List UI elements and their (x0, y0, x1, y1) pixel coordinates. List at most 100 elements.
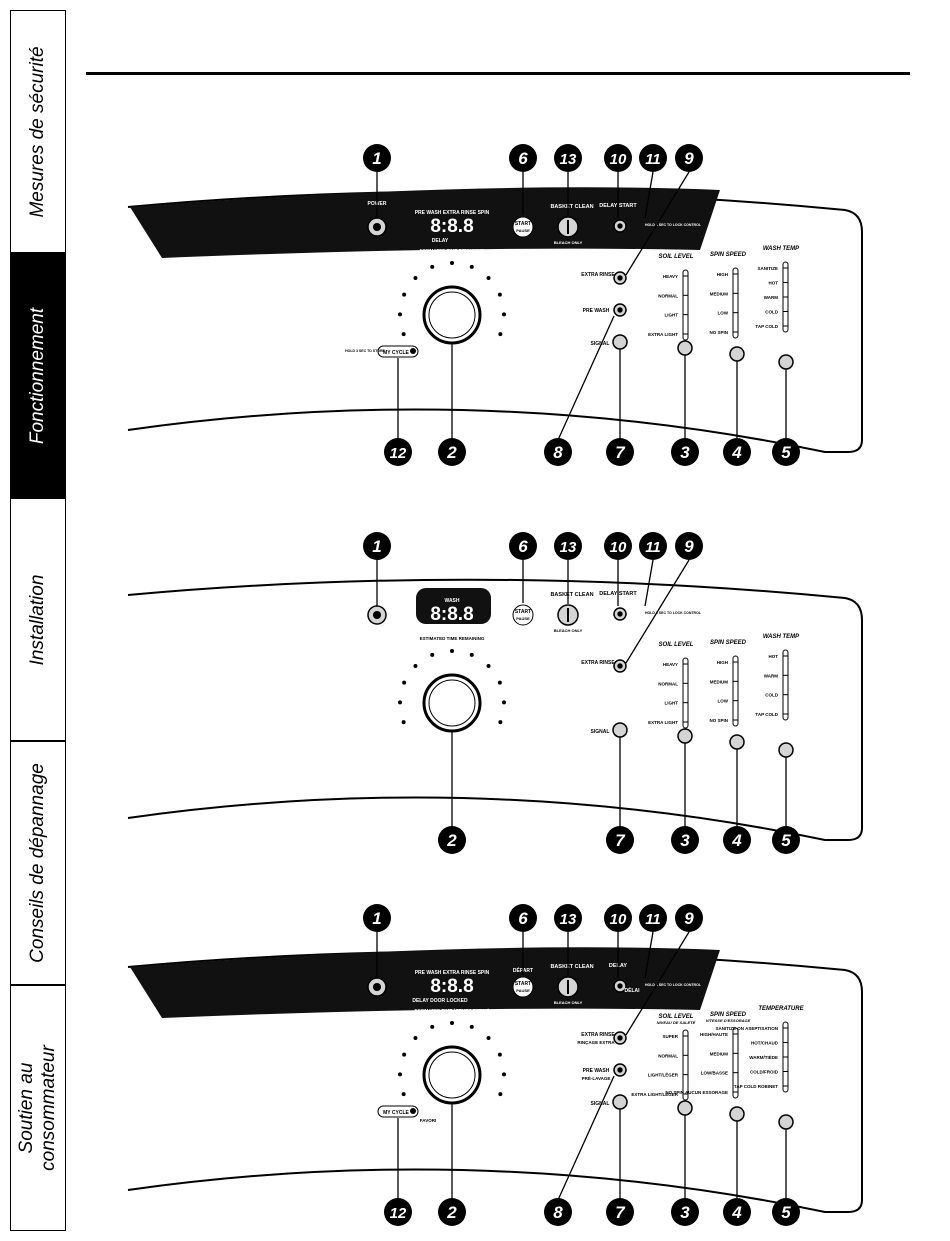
callout-number: 6 (518, 909, 528, 928)
callout-number: 13 (560, 151, 577, 168)
tab-consumer-support[interactable]: Soutien au consommateur (10, 985, 66, 1231)
dial-tick (402, 680, 407, 685)
basket-clean-button (557, 604, 579, 626)
spin-speed-option: LOW/BASSE (701, 1071, 728, 1076)
callout-number: 1 (372, 909, 381, 928)
callout-number: 12 (390, 1205, 407, 1222)
callout-number: 4 (731, 831, 742, 850)
wash-temp-option: TAP COLD (755, 324, 778, 329)
wash-temp-option: HOT (769, 654, 779, 659)
callout-number: 2 (446, 831, 457, 850)
callout-2: 2 (438, 438, 466, 466)
callout-13: 13 (554, 904, 582, 932)
my-cycle-label: MY CYCLE (383, 350, 409, 356)
callout-number: 4 (731, 1203, 742, 1222)
callout-number: 5 (781, 831, 791, 850)
display-panel (416, 588, 491, 624)
my-cycle-dot (410, 1108, 416, 1114)
leader-line (557, 1075, 615, 1201)
delay-fr-label: DÉLAI (625, 986, 641, 994)
extra-rinse-fr-label: RINÇAGE EXTRA (577, 1040, 615, 1045)
spin-speed-option: NO SPIN (709, 718, 728, 723)
dial-tick (501, 1072, 506, 1077)
tab-installation[interactable]: Installation (10, 498, 66, 741)
signal-label: SIGNAL (591, 729, 610, 735)
wash-temp-option: HOT (769, 281, 779, 286)
wash-temp-button (778, 1114, 794, 1130)
callout-circle (675, 904, 703, 932)
dial-tick (497, 292, 502, 297)
callout-9: 9 (675, 904, 703, 932)
spin-speed-title: SPIN SPEED (710, 252, 747, 258)
callout-1: 1 (363, 144, 391, 172)
signal-button (612, 1094, 628, 1110)
leader-line (625, 559, 690, 664)
soil-level-option: NORMAL (658, 293, 678, 298)
callout-number: 4 (731, 443, 742, 462)
spin-speed-bar (732, 655, 739, 727)
my-cycle-dot (410, 348, 416, 354)
prewash-label: PRE WASH (583, 308, 610, 314)
tab-troubleshooting[interactable]: Conseils de dépannage (10, 741, 66, 985)
extra-rinse-label: EXTRA RINSE (581, 272, 615, 278)
callout-circle (604, 532, 632, 560)
pause-label: PAUSE (516, 228, 530, 233)
display-top-text: PRE WASH EXTRA RINSE SPIN (415, 210, 490, 216)
wash-temp-title: WASH TEMP (763, 634, 800, 640)
tab-safety[interactable]: Mesures de sécurité (10, 10, 66, 253)
panel-console-band (130, 947, 720, 1018)
extra-rinse-button (613, 1031, 627, 1045)
callout-7: 7 (606, 438, 634, 466)
dial-knob (422, 285, 482, 345)
soil-level-button-shape (677, 340, 693, 356)
callout-number: 12 (390, 445, 407, 462)
wash-temp-option: SANITIZE ON ASEPTISATION (715, 1026, 778, 1031)
prewash-label: PRE WASH (583, 1068, 610, 1074)
callout-13: 13 (554, 532, 582, 560)
soil-level-option: LIGHT/LÉGER (648, 1071, 679, 1078)
prewash-button (613, 303, 627, 317)
basket-clean-label: BASKET CLEAN (550, 592, 593, 598)
callout-circle (723, 438, 751, 466)
dial-tick (398, 312, 403, 317)
callout-number: 5 (781, 1203, 791, 1222)
soil-level-option: LIGHT (665, 313, 679, 318)
callout-circle (772, 1198, 800, 1226)
dial-tick (486, 1036, 491, 1041)
callout-circle (363, 144, 391, 172)
spin-speed-title: SPIN SPEED (710, 1012, 747, 1018)
callout-4: 4 (723, 826, 751, 854)
dial-tick (450, 261, 454, 265)
start-label: START (515, 981, 531, 987)
callout-12: 12 (384, 1198, 412, 1226)
callout-number: 3 (680, 443, 690, 462)
callout-number: 2 (446, 443, 457, 462)
callout-number: 7 (615, 443, 626, 462)
callout-3: 3 (671, 1198, 699, 1226)
spin-speed-option: NO SPIN (709, 330, 728, 335)
callout-circle (639, 904, 667, 932)
delay-start-button-center (617, 983, 623, 989)
spin-speed-option: HIGH (717, 660, 728, 665)
callout-12: 12 (384, 438, 412, 466)
signal-button (612, 722, 628, 738)
callout-circle (438, 1198, 466, 1226)
callout-circle (363, 532, 391, 560)
my-cycle-label: MY CYCLE (383, 1110, 409, 1116)
soil-level-title: SOIL LEVEL (659, 254, 694, 260)
callout-circle (772, 438, 800, 466)
spin-speed-option: NO SPIN AUCUN ESSORAGE (665, 1090, 728, 1095)
signal-button-shape (612, 334, 628, 350)
dial-tick (498, 720, 503, 725)
callout-number: 3 (680, 1203, 690, 1222)
tab-operation[interactable]: Fonctionnement (10, 253, 66, 498)
soil-level-button-shape (677, 728, 693, 744)
my-cycle-button: MY CYCLE (377, 345, 419, 358)
callout-7: 7 (606, 1198, 634, 1226)
